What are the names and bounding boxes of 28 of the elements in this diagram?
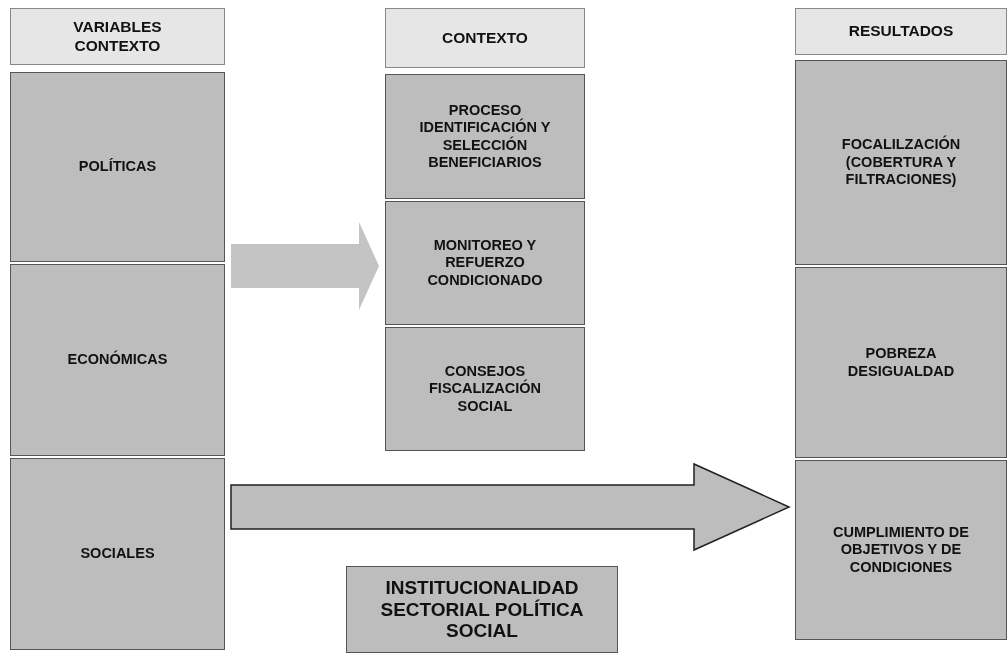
column-header bbox=[10, 8, 225, 65]
category-box bbox=[795, 60, 1007, 265]
column-header bbox=[795, 8, 1007, 55]
category-box bbox=[10, 264, 225, 456]
node-label: CONSEJOS FISCALIZACIÓN SOCIAL bbox=[428, 362, 542, 416]
category-box bbox=[10, 458, 225, 650]
category-box bbox=[385, 327, 585, 451]
block-arrow bbox=[230, 462, 791, 552]
node-label: INSTITUCIONALIDAD SECTORIAL POLÍTICA SOCIAL bbox=[379, 576, 585, 643]
node-label: RESULTADOS bbox=[847, 22, 955, 41]
node-label: MONITOREO Y REFUERZO CONDICIONADO bbox=[426, 236, 544, 290]
node-label: POLÍTICAS bbox=[77, 158, 158, 176]
node-label: ECONÓMICAS bbox=[66, 351, 169, 369]
category-box bbox=[795, 460, 1007, 640]
node-label: PROCESO IDENTIFICACIÓN Y SELECCIÓN BENEFICIARIOS bbox=[418, 101, 552, 172]
node-label: CUMPLIMIENTO DE OBJETIVOS Y DE CONDICIONES bbox=[832, 523, 970, 577]
node-label: FOCALILZACIÓN (COBERTURA Y FILTRACIONES) bbox=[840, 136, 962, 189]
category-box bbox=[385, 201, 585, 325]
block-arrow bbox=[231, 222, 379, 310]
category-box bbox=[346, 566, 618, 653]
column-header bbox=[385, 8, 585, 68]
node-label: POBREZA DESIGUALDAD bbox=[846, 345, 956, 380]
node-label: SOCIALES bbox=[79, 545, 156, 563]
category-box bbox=[385, 74, 585, 199]
category-box bbox=[795, 267, 1007, 458]
node-label: VARIABLES CONTEXTO bbox=[72, 17, 163, 56]
node-label: CONTEXTO bbox=[441, 28, 529, 48]
category-box bbox=[10, 72, 225, 262]
